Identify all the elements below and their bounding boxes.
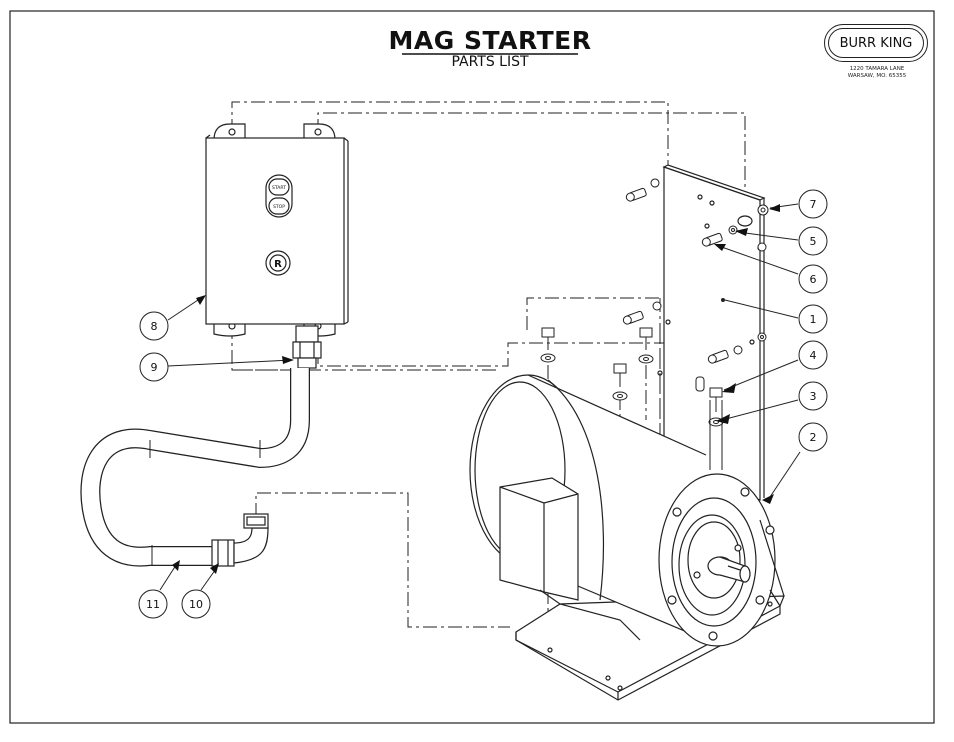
callout-5-label: 5 — [810, 235, 817, 248]
arrowheads — [172, 204, 780, 574]
start-label: START — [272, 185, 286, 191]
company-address: 1220 TAMARA LANE WARSAW, MO. 65355 — [830, 66, 924, 80]
plate-hardware — [540, 178, 769, 470]
company-logo: BURR KING — [824, 24, 928, 62]
callout-3-label: 3 — [810, 390, 817, 403]
callout-10-label: 10 — [189, 598, 203, 611]
callout-2-bubble — [798, 422, 828, 452]
callout-9-label: 9 — [151, 361, 158, 374]
stop-label: STOP — [273, 204, 285, 210]
callout-9-bubble — [139, 352, 169, 382]
page-subtitle: PARTS LIST — [451, 54, 529, 70]
address-line-1: 1220 TAMARA LANE — [849, 66, 905, 72]
motor — [469, 374, 785, 701]
callout-7-label: 7 — [810, 198, 817, 211]
callouts — [138, 189, 828, 619]
callout-4-label: 4 — [810, 349, 817, 362]
callout-1-label: 1 — [810, 313, 817, 326]
callout-1-bubble — [798, 304, 828, 334]
mag-starter-box — [205, 123, 349, 337]
callout-8-bubble — [139, 311, 169, 341]
callout-5-bubble — [798, 226, 828, 256]
callout-6-bubble — [798, 264, 828, 294]
sheet-border — [9, 10, 935, 724]
callout-numbers: 1 2 3 4 5 6 7 8 9 10 11 — [146, 198, 817, 611]
callout-2-label: 2 — [810, 431, 817, 444]
callout-6-label: 6 — [810, 273, 817, 286]
callout-10-bubble — [181, 589, 211, 619]
conduit-assembly — [80, 325, 322, 567]
address-line-2: WARSAW, MO. 65355 — [847, 73, 907, 79]
callout-8-label: 8 — [151, 320, 158, 333]
callout-11-bubble — [138, 589, 168, 619]
reset-label: R — [274, 259, 282, 270]
page-title: MAG STARTER — [388, 26, 592, 55]
bolt-item-4 — [695, 376, 724, 470]
hex-bolt — [638, 327, 654, 364]
callout-4-bubble — [798, 340, 828, 370]
company-logo-text: BURR KING — [828, 28, 924, 58]
callout-7-bubble — [798, 189, 828, 219]
callout-11-label: 11 — [146, 598, 160, 611]
hex-bolt — [612, 363, 628, 401]
callout-3-bubble — [798, 381, 828, 411]
hex-bolt — [540, 327, 556, 363]
